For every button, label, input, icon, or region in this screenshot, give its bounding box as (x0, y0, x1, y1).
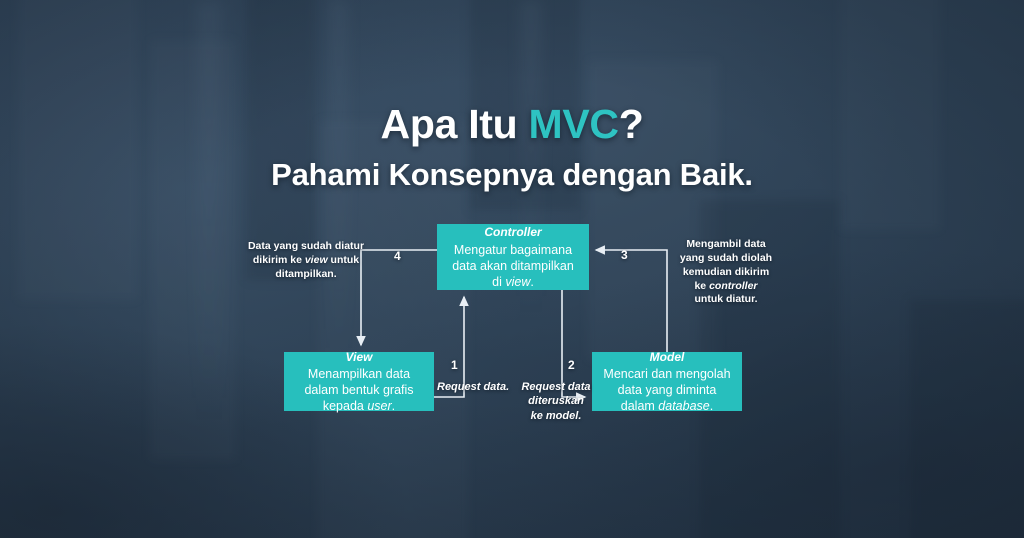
node-model-description: Mencari dan mengolah data yang diminta d… (598, 366, 736, 414)
arrow-model-to-controller (594, 245, 668, 352)
edge-note-4: Data yang sudah diatur dikirim ke view u… (232, 240, 380, 282)
edge-caption-2-line3-emphasis: model (545, 409, 579, 422)
node-controller-line2: data akan ditampilkan (452, 258, 574, 273)
arrow-controller-to-model (561, 290, 587, 402)
edge-note-4-line2-post: untuk (327, 253, 360, 266)
page-title: Apa Itu MVC? (0, 104, 1024, 145)
edge-note-3-line3: kemudian dikirim (682, 265, 770, 278)
node-view-description: Menampilkan data dalam bentuk grafis kep… (290, 366, 428, 414)
edge-note-3-line1: Mengambil data (686, 238, 766, 250)
edge-note-4-line2-emphasis: view (304, 253, 328, 266)
edge-number-2: 2 (568, 358, 575, 372)
title-tail: ? (618, 101, 644, 147)
node-view-line1: Menampilkan data (307, 367, 411, 382)
node-model[interactable]: Model Mencari dan mengolah data yang dim… (592, 349, 742, 414)
node-view-line2: dalam bentuk grafis (304, 383, 414, 398)
node-view-line3-post: . (391, 399, 396, 414)
edge-caption-2-line1: Request data (521, 381, 591, 393)
node-view-line3-emphasis: user (367, 399, 392, 414)
arrow-controller-to-view (356, 249, 437, 347)
edge-note-4-line1: Data yang sudah diatur (247, 240, 365, 252)
edge-note-4-line3: ditampilkan. (275, 267, 337, 280)
node-controller-line1: Mengatur bagaimana (453, 242, 573, 257)
page-subtitle: Pahami Konsepnya dengan Baik. (271, 157, 753, 192)
node-controller-line3-emphasis: view (505, 274, 531, 289)
edge-note-3-line2: yang sudah diolah (679, 251, 773, 264)
edge-number-3: 3 (621, 248, 628, 262)
headline-block: Apa Itu MVC? Pahami Konsepnya dengan Bai… (0, 104, 1024, 192)
edge-caption-2-line3-post: . (578, 409, 582, 422)
node-model-line3-pre: dalam (620, 399, 659, 414)
node-controller-title: Controller (484, 225, 542, 240)
edge-number-1: 1 (451, 358, 458, 372)
edge-caption-1: Request data. (437, 381, 510, 393)
node-controller-description: Mengatur bagaimana data akan ditampilkan… (443, 242, 583, 290)
edge-caption-2: Request data diteruskan ke model. (521, 380, 591, 423)
node-model-line1: Mencari dan mengolah (603, 367, 731, 382)
title-accent: MVC (528, 101, 619, 147)
edge-caption-2-line3-pre: ke (530, 409, 546, 422)
arrow-view-to-controller (434, 295, 469, 398)
edge-note-3-line4-emphasis: controller (709, 279, 758, 292)
node-model-line3-post: . (709, 399, 714, 414)
edge-note-3: Mengambil data yang sudah diolah kemudia… (668, 238, 784, 307)
node-model-line2: data yang diminta (617, 383, 717, 398)
node-controller-line3-post: . (530, 274, 534, 289)
node-view[interactable]: View Menampilkan data dalam bentuk grafi… (284, 349, 434, 414)
edge-number-4: 4 (394, 249, 401, 263)
node-controller-line3-pre: di (492, 274, 506, 289)
edge-note-4-line2-pre: dikirim ke (252, 253, 305, 266)
node-controller[interactable]: Controller Mengatur bagaimana data akan … (437, 224, 589, 290)
node-model-title: Model (649, 349, 685, 364)
node-view-line3-pre: kepada (322, 399, 368, 414)
title-lead: Apa Itu (380, 101, 529, 147)
node-model-line3-emphasis: database (658, 399, 710, 414)
node-view-title: View (345, 349, 373, 364)
edge-caption-2-line2: diteruskan (528, 395, 584, 408)
edge-note-3-line4-pre: ke (694, 279, 710, 292)
edge-note-3-line5: untuk diatur. (694, 293, 758, 306)
